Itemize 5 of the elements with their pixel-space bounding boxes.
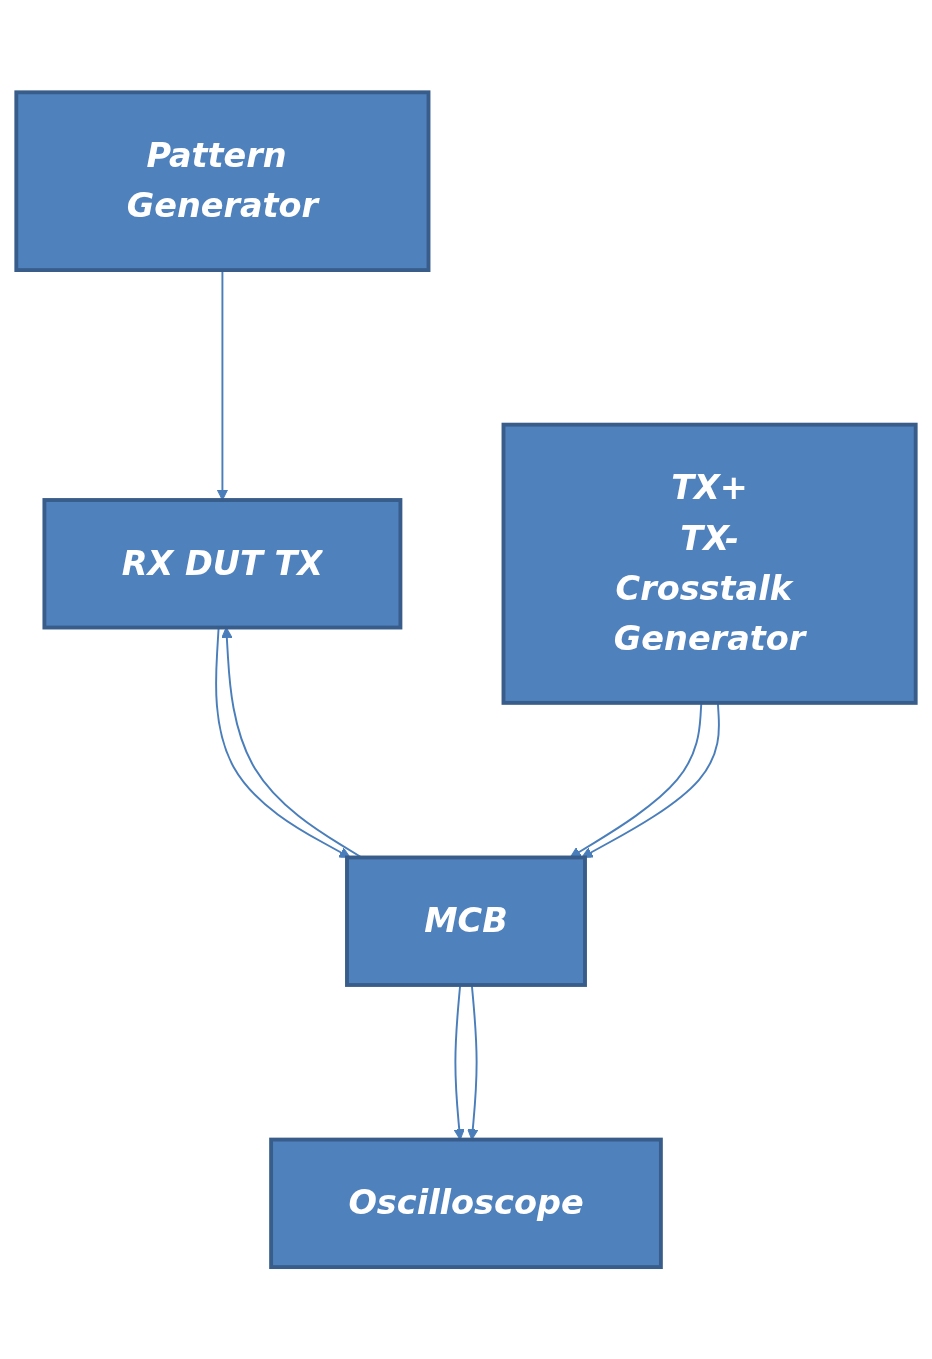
node-box	[14, 90, 431, 272]
node-box	[345, 855, 587, 987]
node-box	[269, 1137, 663, 1269]
node-box	[501, 422, 918, 705]
node-box	[42, 497, 403, 630]
